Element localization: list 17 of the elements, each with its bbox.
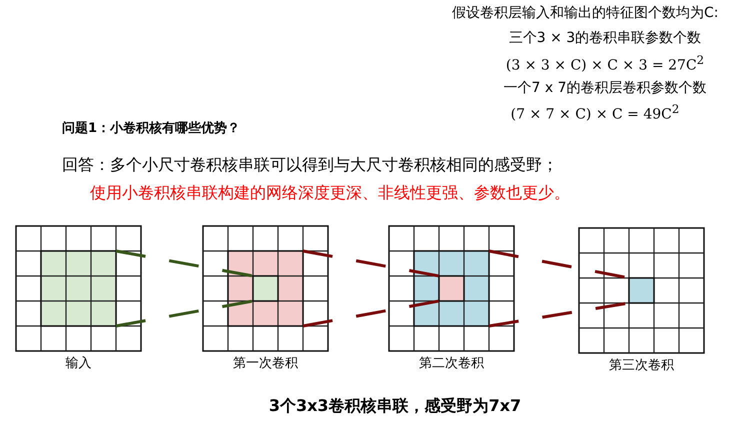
caption: 3个3x3卷积核串联，感受野为7x7: [268, 396, 522, 417]
connector-line: [302, 250, 440, 278]
connector-line: [302, 300, 440, 328]
text-line: 回答：多个小尺寸卷积核串联可以得到与大尺寸卷积核相同的感受野；: [62, 155, 558, 176]
grid-caption: 第二次卷积: [419, 355, 484, 372]
formula: (3 × 3 × C) × C × 3 = 27C$^{2}$: [506, 53, 704, 74]
question-heading: 问题1：小卷积核有哪些优势？: [62, 120, 240, 137]
text-line: 使用小卷积核串联构建的网络深度更深、非线性更强、参数也更少。: [90, 183, 570, 204]
grid-caption: 第一次卷积: [233, 355, 298, 372]
grid-caption: 第三次卷积: [609, 357, 674, 374]
text-line: 假设卷积层输入和输出的特征图个数均为C:: [452, 4, 718, 22]
grid-caption: 输入: [66, 355, 92, 372]
text-line: 三个3 × 3的卷积串联参数个数: [508, 29, 702, 47]
connector-line: [116, 250, 254, 278]
connector-line: [116, 300, 254, 328]
text-line: 一个7 x 7的卷积层卷积参数个数: [504, 79, 706, 97]
formula: (7 × 7 × C) × C = 49C$^{2}$: [510, 102, 680, 123]
